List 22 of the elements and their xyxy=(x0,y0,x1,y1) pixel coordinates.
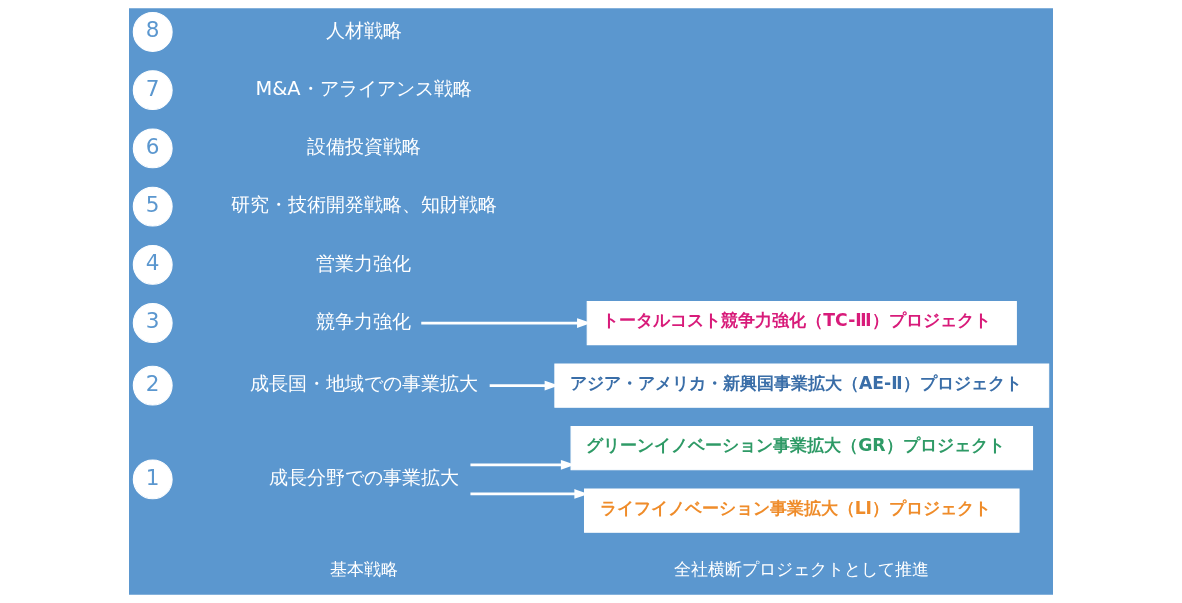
node-text: 競争力強化 xyxy=(316,309,411,333)
node-circle: 5 xyxy=(132,186,173,227)
node-box: アジア・アメリカ・新興国事業拡大（AE-Ⅱ）プロジェクト xyxy=(554,363,1050,408)
node-circle: 6 xyxy=(132,128,173,169)
node-circle: 1 xyxy=(132,459,173,500)
node-text: 営業力強化 xyxy=(316,251,411,275)
label: 全社横断プロジェクトとして推進 xyxy=(674,559,930,580)
node-text: 人材戦略 xyxy=(325,18,402,42)
node-circle: 8 xyxy=(132,12,173,52)
node-box: トータルコスト競争力強化（TC-Ⅲ）プロジェクト xyxy=(586,300,1017,346)
node-text: 成長分野での事業拡大 xyxy=(268,466,459,490)
node-text: 設備投資戦略 xyxy=(306,135,421,159)
node-circle: 3 xyxy=(132,303,173,343)
node-circle: 7 xyxy=(132,70,173,111)
label: 基本戦略 xyxy=(329,559,398,580)
node-circle: 4 xyxy=(132,244,173,285)
node-text: 研究・技術開発戦略、知財戦略 xyxy=(230,193,497,217)
node-circle: 2 xyxy=(132,365,173,406)
node-box: グリーンイノベーション事業拡大（GR）プロジェクト xyxy=(570,426,1034,471)
node-text: M&A・アライアンス戦略 xyxy=(255,76,472,100)
node-box: ライフイノベーション事業拡大（LI）プロジェクト xyxy=(584,488,1020,533)
node-text: 成長国・地域での事業拡大 xyxy=(249,372,478,396)
